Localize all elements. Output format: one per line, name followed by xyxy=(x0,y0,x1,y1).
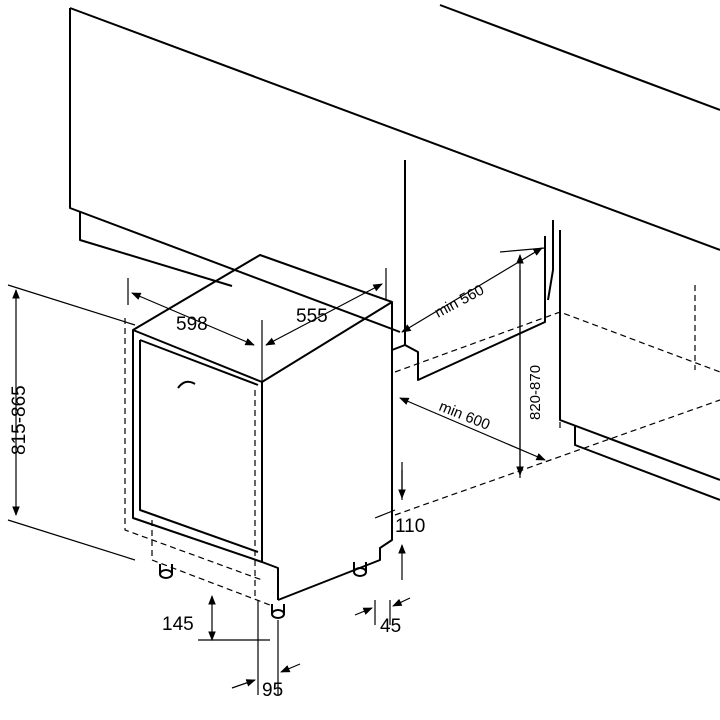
dimension-lines xyxy=(7,247,546,695)
kitchen-cabinets xyxy=(69,4,720,516)
label-depth: 555 xyxy=(296,306,328,327)
label-foot-offset: 45 xyxy=(380,616,401,637)
label-niche-min-depth: min 560 xyxy=(432,281,487,321)
label-door-offset: 95 xyxy=(262,680,283,701)
label-niche-min-width: min 600 xyxy=(437,398,493,434)
label-width: 598 xyxy=(176,314,208,335)
label-niche-height: 820-870 xyxy=(527,365,544,420)
label-door-bottom: 145 xyxy=(162,614,194,635)
dishwasher-body xyxy=(124,254,393,619)
label-plinth-height: 110 xyxy=(395,516,425,537)
label-appliance-height: 815-865 xyxy=(9,385,30,455)
